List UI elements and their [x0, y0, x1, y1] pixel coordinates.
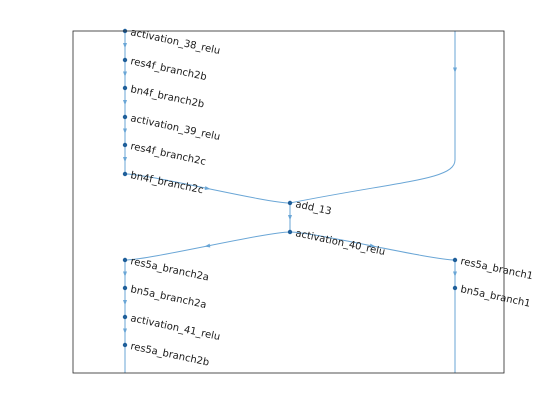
node-label-add_13: add_13: [294, 199, 332, 217]
node-activation_40_relu[interactable]: [287, 229, 293, 235]
node-label-bn5a_branch1: bn5a_branch1: [459, 284, 531, 310]
edge-arrow-bn5a_branch2a-to-activation_41_relu: [123, 300, 127, 306]
edge-arrow-add_13-to-activation_40_relu: [288, 215, 292, 221]
node-label-activation_40_relu: activation_40_relu: [294, 228, 386, 258]
node-bn4f_branch2c[interactable]: [122, 171, 128, 177]
node-res5a_branch2a[interactable]: [122, 257, 128, 263]
node-label-res5a_branch2a: res5a_branch2a: [129, 256, 210, 283]
node-res5a_branch2b[interactable]: [122, 342, 128, 348]
node-res4f_branch2b[interactable]: [122, 57, 128, 63]
node-label-res5a_branch2b: res5a_branch2b: [129, 341, 210, 368]
node-label-activation_39_relu: activation_39_relu: [129, 113, 221, 143]
node-bn5a_branch2a[interactable]: [122, 285, 128, 291]
edge-shortcut-to-add_13: [289, 31, 456, 204]
edge-arrow-activation_40_relu-to-res5a_branch2a: [204, 243, 211, 248]
edge-arrow-res4f_branch2c-to-bn4f_branch2c: [123, 157, 127, 163]
node-res5a_branch1[interactable]: [452, 257, 458, 263]
node-label-bn4f_branch2b: bn4f_branch2b: [129, 84, 205, 110]
edge-arrow-activation_38_relu-to-res4f_branch2b: [123, 43, 127, 49]
edge-arrow-bn4f_branch2b-to-activation_39_relu: [123, 100, 127, 106]
node-res4f_branch2c[interactable]: [122, 142, 128, 148]
edge-upstream-to-activation_38_relu-arrow: [123, 18, 127, 24]
edge-shortcut-to-add_13-arrow: [453, 67, 457, 73]
edge-arrow-res4f_branch2b-to-bn4f_branch2b: [123, 71, 127, 77]
edge-arrow-activation_40_relu-to-res5a_branch1: [369, 243, 376, 248]
edge-arrow-bn4f_branch2c-to-add_13: [204, 186, 211, 191]
node-label-activation_41_relu: activation_41_relu: [129, 313, 221, 343]
node-bn4f_branch2b[interactable]: [122, 85, 128, 91]
node-activation_39_relu[interactable]: [122, 114, 128, 120]
node-label-bn4f_branch2c: bn4f_branch2c: [129, 170, 204, 196]
edge-arrow-res5a_branch2a-to-bn5a_branch2a: [123, 271, 127, 277]
labels-layer: activation_38_relures4f_branch2bbn4f_bra…: [129, 27, 534, 368]
edge-arrow-res5a_branch1-to-bn5a_branch1: [453, 271, 457, 277]
node-add_13[interactable]: [287, 200, 293, 206]
axes-frame: [72, 30, 505, 374]
node-label-bn5a_branch2a: bn5a_branch2a: [129, 284, 207, 311]
node-label-activation_38_relu: activation_38_relu: [129, 27, 221, 57]
edge-arrow-activation_41_relu-to-res5a_branch2b: [123, 328, 127, 334]
node-label-res4f_branch2b: res4f_branch2b: [129, 56, 207, 83]
node-activation_41_relu[interactable]: [122, 314, 128, 320]
node-bn5a_branch1[interactable]: [452, 285, 458, 291]
edge-arrow-activation_39_relu-to-res4f_branch2c: [123, 128, 127, 134]
node-label-res4f_branch2c: res4f_branch2c: [129, 141, 206, 168]
edges-layer: [123, 18, 457, 373]
node-label-res5a_branch1: res5a_branch1: [459, 256, 534, 282]
